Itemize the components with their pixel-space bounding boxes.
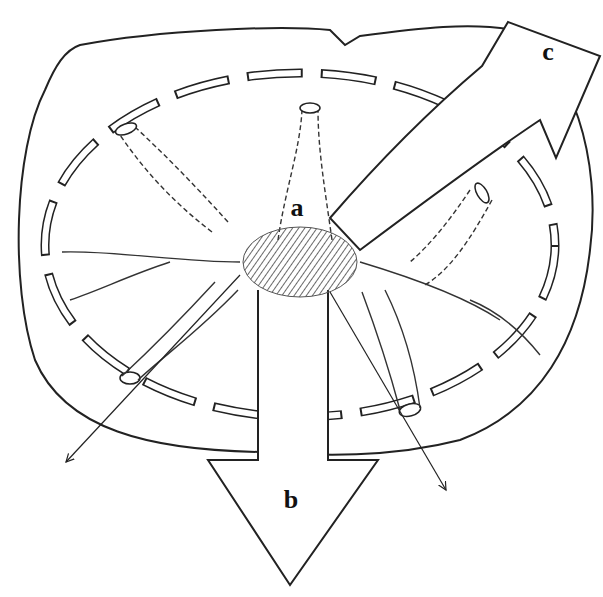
part-letter: a <box>288 195 307 221</box>
part-letter: b <box>281 487 301 513</box>
outflow-arrow <box>208 290 378 585</box>
part-letter: c <box>539 39 557 65</box>
hatched-region <box>243 227 357 297</box>
inflow-band <box>330 22 600 250</box>
flow-arrows <box>66 275 446 490</box>
